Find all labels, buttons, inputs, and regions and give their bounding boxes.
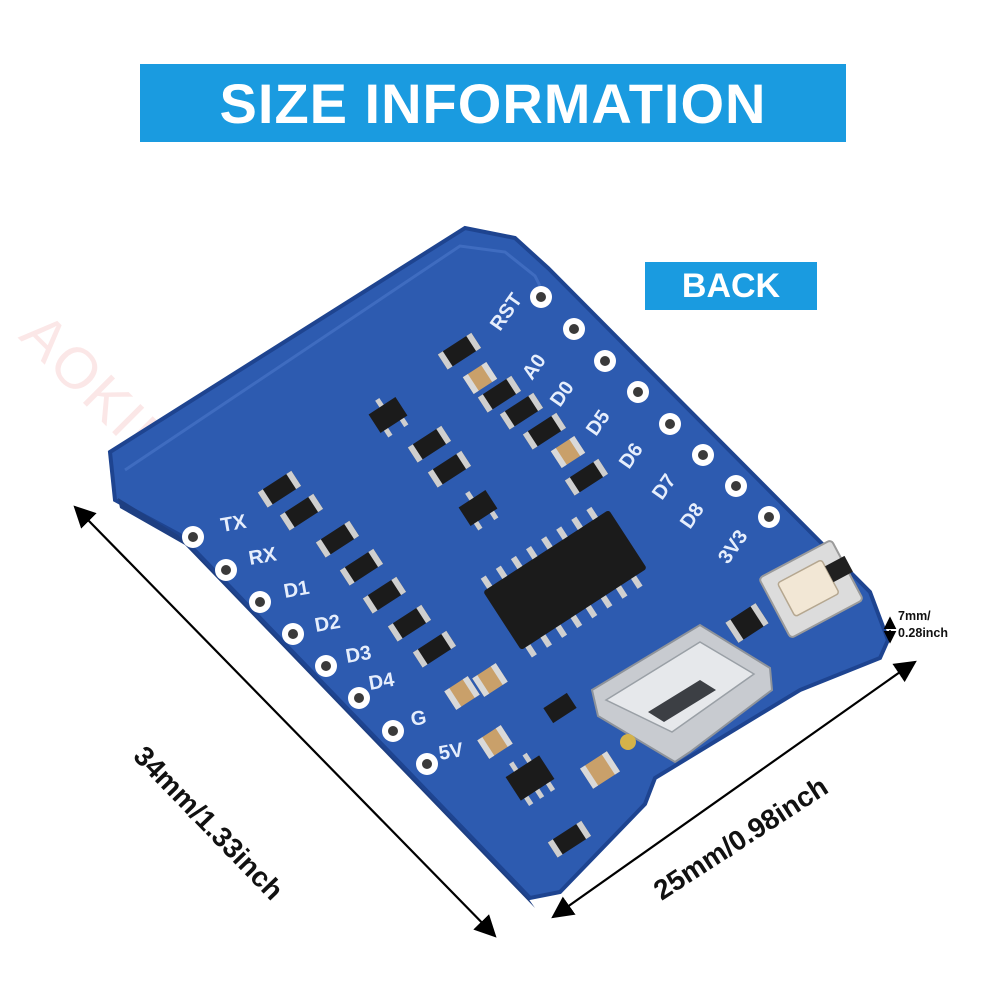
left-pin-labels: TX RX D1 D2 D3 D4 G 5V [219, 511, 466, 765]
reset-button [759, 540, 863, 638]
usb-serial-chip [480, 506, 646, 658]
pin-label-d2: D2 [313, 611, 342, 637]
smd-components [257, 332, 620, 858]
pin-label-d3: D3 [344, 642, 373, 668]
back-side-label: BACK [681, 266, 781, 305]
pin-label-d4: D4 [367, 669, 397, 695]
thickness-mm: 7mm/ [898, 609, 931, 623]
left-pin-pads [182, 526, 438, 775]
back-side-badge: BACK [645, 262, 817, 310]
thickness-dimension-label: 7mm/ 0.28inch [898, 608, 948, 642]
dimension-arrows [73, 505, 917, 938]
pin-label-5v: 5V [437, 739, 466, 765]
thickness-inch: 0.28inch [898, 626, 949, 640]
pin-label-d1: D1 [282, 577, 311, 603]
banner-title: SIZE INFORMATION [219, 71, 767, 135]
micro-usb-port [590, 623, 774, 764]
pin-label-tx: TX [219, 511, 249, 537]
right-pin-pads [530, 286, 780, 528]
size-information-banner: SIZE INFORMATION [140, 64, 846, 142]
pin-label-rx: RX [247, 543, 279, 570]
transistors [368, 397, 769, 807]
pin-label-g: G [409, 707, 428, 731]
